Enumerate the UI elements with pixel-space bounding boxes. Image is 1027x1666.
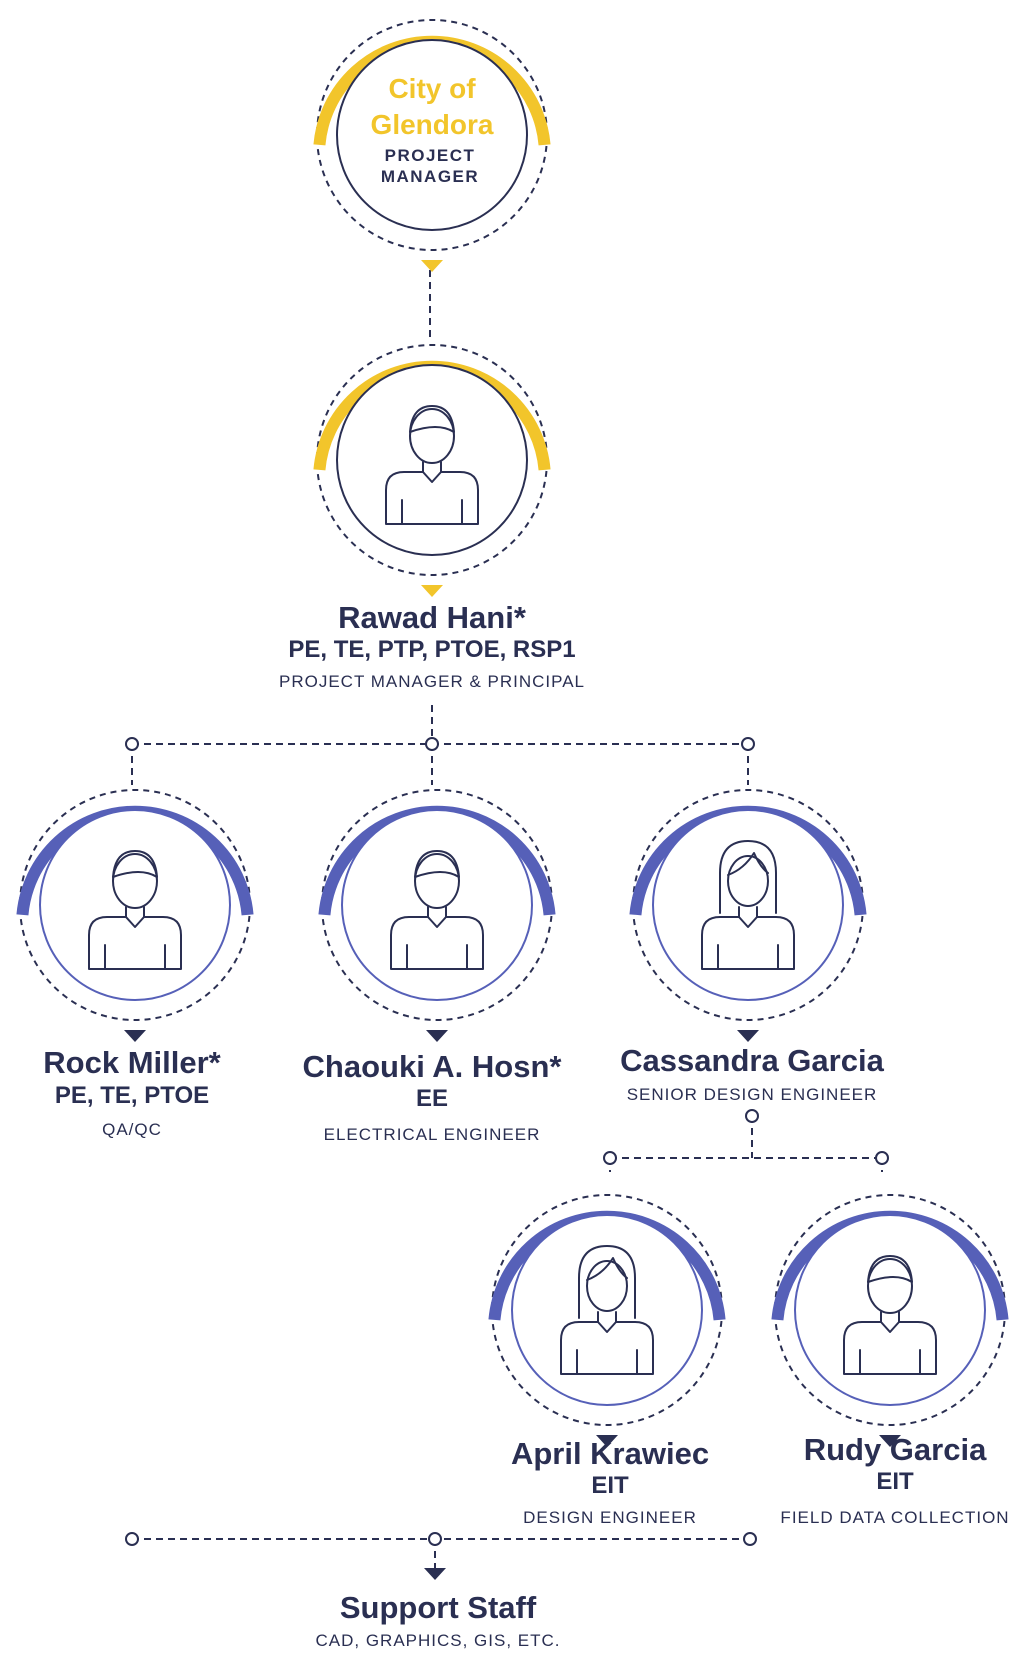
rock-name: Rock Miller* [43, 1045, 221, 1080]
rudy-node [771, 1194, 1009, 1447]
rock-inner-circle [39, 809, 231, 1001]
april-node [488, 1194, 726, 1447]
pm-node [313, 344, 551, 597]
connector-nodes [125, 737, 889, 1546]
april-role: DESIGN ENGINEER [523, 1508, 697, 1527]
connector-node-icon [125, 737, 139, 751]
pm-credentials: PE, TE, PTP, PTOE, RSP1 [288, 636, 576, 663]
person-male-icon [843, 1255, 937, 1375]
rudy-name: Rudy Garcia [803, 1432, 987, 1467]
rock-node [16, 789, 254, 1042]
connector-node-icon [741, 737, 755, 751]
connector-node-icon [425, 737, 439, 751]
connector-node-icon [125, 1532, 139, 1546]
april-name: April Krawiec [510, 1436, 710, 1471]
support-name: Support Staff [339, 1590, 537, 1625]
client-inner-circle [336, 39, 528, 231]
rudy-credentials: EIT [876, 1468, 914, 1495]
pm-name: Rawad Hani* [338, 600, 526, 635]
arrow-down-icon [879, 1435, 901, 1447]
person-male-icon [88, 850, 182, 970]
chaouki-inner-circle [341, 809, 533, 1001]
node-group [16, 19, 1009, 1580]
client-name-line1: City of [388, 73, 476, 104]
client-role-line1: PROJECT [384, 146, 476, 165]
cassandra-name: Cassandra Garcia [620, 1043, 884, 1078]
connector-node-icon [875, 1151, 889, 1165]
arrow-down-icon [421, 585, 443, 597]
connector-node-icon [745, 1109, 759, 1123]
arrow-down-icon [426, 1030, 448, 1042]
client-node [313, 19, 551, 272]
person-female-icon [560, 1245, 654, 1375]
connector-node-icon [603, 1151, 617, 1165]
support-role: CAD, GRAPHICS, GIS, ETC. [315, 1631, 561, 1650]
pm-role: PROJECT MANAGER & PRINCIPAL [279, 672, 585, 691]
client-name-line2: Glendora [370, 109, 494, 140]
person-female-icon [701, 840, 795, 970]
connector-node-icon [743, 1532, 757, 1546]
arrow-down-icon [124, 1030, 146, 1042]
chaouki-name: Chaouki A. Hosn* [302, 1049, 562, 1084]
arrow-down-icon [596, 1435, 618, 1447]
rudy-role: FIELD DATA COLLECTION [780, 1508, 1010, 1527]
connector-node-icon [428, 1532, 442, 1546]
rock-credentials: PE, TE, PTOE [54, 1082, 210, 1109]
arrow-down-icon [421, 260, 443, 272]
person-male-icon [385, 405, 479, 525]
client-role-line2: MANAGER [380, 167, 480, 186]
arrow-down-icon [424, 1568, 446, 1580]
cassandra-role: SENIOR DESIGN ENGINEER [626, 1085, 878, 1104]
pm-inner-circle [336, 364, 528, 556]
person-male-icon [390, 850, 484, 970]
rock-role: QA/QC [102, 1120, 162, 1139]
cassandra-node [629, 789, 867, 1042]
chaouki-role: ELECTRICAL ENGINEER [323, 1125, 541, 1144]
arrow-down-icon [737, 1030, 759, 1042]
rudy-inner-circle [794, 1214, 986, 1406]
april-credentials: EIT [591, 1472, 629, 1499]
chaouki-node [318, 789, 556, 1042]
chaouki-credentials: EE [415, 1085, 449, 1112]
